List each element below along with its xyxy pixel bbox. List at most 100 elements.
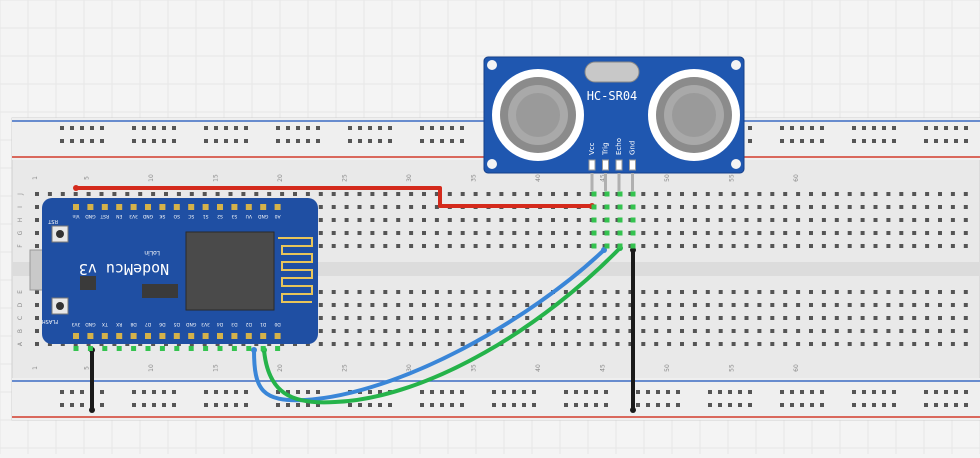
rail-hole [348,403,352,407]
hole [654,290,659,294]
board-pin-label: RST [100,213,109,219]
hole [783,244,788,248]
hole [563,244,568,248]
hole [680,303,684,307]
hole [35,205,39,209]
hole [886,205,891,209]
hole [473,192,478,196]
rail-hole [460,126,464,130]
rail-hole [872,390,876,394]
wire-blue-trig[interactable] [252,248,606,403]
hole [834,192,839,196]
hole [383,231,388,235]
wire-red-vcc[interactable] [74,186,594,208]
hole [718,290,723,294]
rail-hole [224,403,228,407]
hole [563,192,568,196]
hole [667,342,672,346]
hole [396,192,401,196]
rail-hole [636,390,640,394]
hole [434,342,439,346]
hole [318,329,323,333]
rail-hole [276,403,280,407]
hole [357,329,362,333]
board-pin-bottom [202,333,209,339]
rail-hole [90,126,94,130]
hole [860,205,865,209]
hole [383,218,388,222]
hole [692,316,697,320]
rail-hole [286,139,290,143]
hole [47,192,52,196]
rail-hole [368,390,372,394]
hole [796,205,801,209]
wire-green-echo[interactable] [262,246,622,405]
hole [499,231,504,235]
column-label: 15 [213,364,220,372]
hole [821,329,826,333]
rail-hole [748,390,752,394]
hole [434,244,439,248]
hole [809,205,813,209]
hole [486,231,491,235]
hole [731,218,736,222]
rail-hole [296,390,300,394]
hole [576,316,581,320]
board-pin-bottom [188,333,195,339]
rail-hole [60,390,64,394]
hole [383,342,388,346]
hole [770,231,775,235]
row-label: I [17,206,24,208]
hole [731,205,736,209]
hole [925,244,930,248]
rail-hole [204,403,208,407]
hole [667,192,672,196]
rail-hole [214,390,218,394]
wire-end [73,185,79,191]
hole [834,303,839,307]
hole [718,205,723,209]
hole [512,290,517,294]
rail-hole [358,403,362,407]
board-pin-top [231,204,238,210]
hole [486,329,491,333]
hole [473,329,478,333]
hole [680,192,684,196]
rail-hole [172,139,176,143]
rail-hole [460,139,464,143]
rail-hole [172,126,176,130]
hole [396,316,401,320]
hole [576,290,581,294]
row-label: B [17,329,24,333]
hole [873,316,878,320]
rail-hole [388,139,392,143]
rail-hole [574,390,578,394]
rail-hole [152,390,156,394]
active-hole [604,243,610,249]
wire-ends [73,185,636,413]
rail-hole [718,403,722,407]
hole [628,244,633,248]
hole [512,192,517,196]
hole [370,205,375,209]
hole [925,342,930,346]
hole [318,290,323,294]
hole [344,231,349,235]
hole [718,342,723,346]
hole [499,290,504,294]
rail-hole [964,390,968,394]
hole [628,316,633,320]
board-pin-label: GND [85,321,96,327]
hole [563,329,568,333]
hole [667,244,672,248]
board-pin-label: S2 [217,213,223,219]
rail-hole [862,139,866,143]
rail-hole [872,403,876,407]
hole [692,231,697,235]
hole [35,316,39,320]
hole [834,342,839,346]
hole [938,231,942,235]
hole [602,303,607,307]
hole [486,303,491,307]
rail-hole [460,403,464,407]
